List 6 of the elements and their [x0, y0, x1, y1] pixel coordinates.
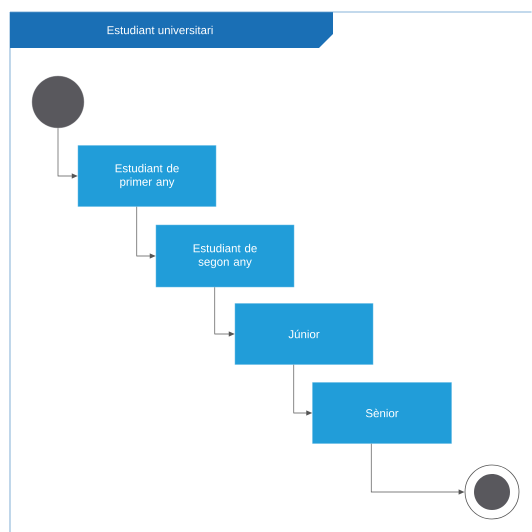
initial-state: [32, 76, 84, 128]
state-box: Estudiant de segon any: [156, 224, 294, 288]
final-state: [464, 464, 520, 520]
state-box: Sènior: [312, 382, 452, 444]
state-box: Estudiant de primer any: [78, 145, 216, 207]
state-box: Júnior: [234, 303, 374, 365]
